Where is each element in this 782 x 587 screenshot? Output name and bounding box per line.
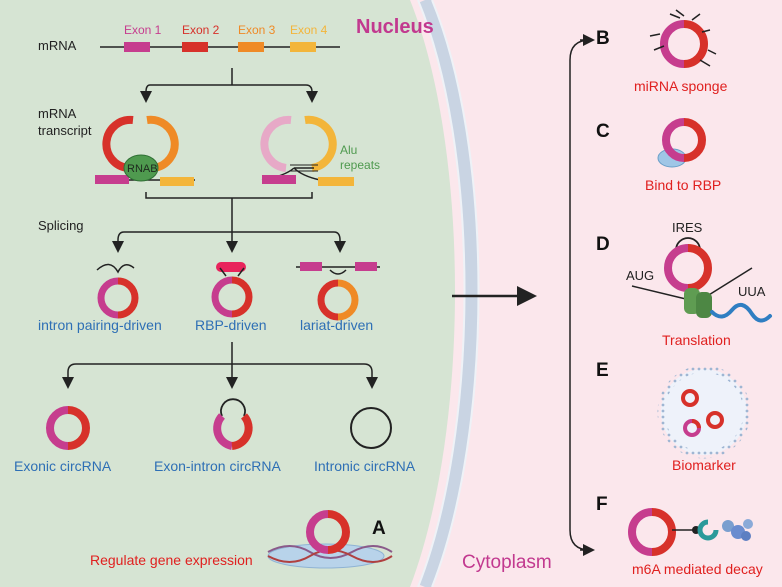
exon-3-label: Exon 3 [238,23,276,37]
mechanism-lariat-driven: lariat-driven [300,317,373,333]
cytoplasm-bracket [569,34,595,556]
nucleus-background [0,0,455,587]
branch-arrows-top [140,68,318,103]
type-intronic: Intronic circRNA [314,458,416,474]
exon-2-label: Exon 2 [182,23,220,37]
panel-b-label: miRNA sponge [634,78,728,94]
alu-label-1: Alu [340,143,357,157]
nuclear-envelope [418,0,480,587]
mechanism-rbp-driven: RBP-driven [195,317,267,333]
exon-intron-circrna [213,398,253,450]
branch-arrows-types [62,342,378,389]
nucleus-title: Nucleus [356,16,434,38]
intronic-circrna [350,407,392,449]
bracket-join [145,192,313,215]
transcript-label-2: transcript [38,123,92,138]
rnab-label: RNAB [127,163,158,175]
transcript-label-1: mRNA [38,106,77,121]
panel-d-label: Translation [662,332,731,348]
panel-a-letter: A [372,518,386,539]
biomarker-illustration [657,365,751,459]
panel-e-label: Biomarker [672,457,736,473]
panel-e-letter: E [596,360,609,381]
panel-f-letter: F [596,494,608,515]
translation-illustration [631,237,772,323]
panel-b-letter: B [596,28,610,49]
ires-label: IRES [672,220,703,235]
panel-c-label: Bind to RBP [645,177,721,193]
rbp-binding-illustration [657,118,706,168]
panel-d-letter: D [596,234,610,255]
alu-label-2: repeats [340,158,380,172]
type-exonic: Exonic circRNA [14,458,112,474]
intron-pairing-circle [96,263,139,319]
exon-4-label: Exon 4 [290,23,328,37]
panel-a-illustration [267,510,393,569]
mrna-label: mRNA [38,38,77,53]
panel-a-label: Regulate gene expression [90,552,253,568]
mrna-strand [100,42,340,52]
m6a-decay-illustration [628,508,753,556]
rbp-driven-circle [211,262,253,318]
mirna-sponge-illustration [649,9,717,68]
mechanism-intron-pairing: intron pairing-driven [38,317,162,333]
splicing-label: Splicing [38,218,84,233]
branch-arrows-splicing [112,215,346,253]
rbp-transcript: RNAB [95,115,195,186]
alu-transcript: Alu repeats [260,115,380,186]
exonic-circrna [46,406,90,450]
type-exon-intron: Exon-intron circRNA [154,458,281,474]
panel-c-letter: C [596,121,610,142]
exon-1-label: Exon 1 [124,23,162,37]
lariat-driven-circle [296,262,380,321]
cytoplasm-title: Cytoplasm [462,552,552,573]
aug-label: AUG [626,268,654,283]
uua-label: UUA [738,284,766,299]
panel-f-label: m6A mediated decay [632,561,763,577]
